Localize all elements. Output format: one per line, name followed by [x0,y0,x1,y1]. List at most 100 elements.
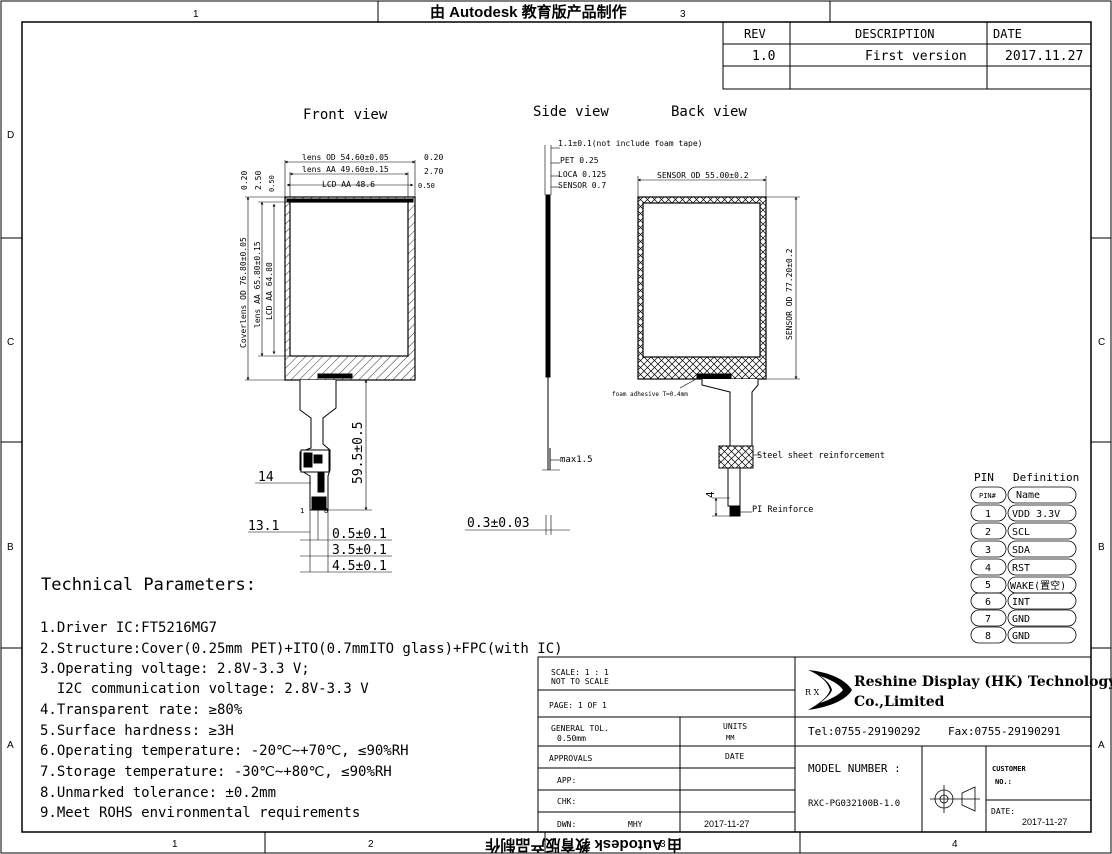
row-marker: A [1098,740,1105,751]
back-steel: Steel sheet reinforcement [757,451,885,461]
pin-name: RST [1012,563,1030,574]
tech-title: Technical Parameters: [41,575,256,595]
tech-line: 1.Driver IC:FT5216MG7 [40,620,217,636]
row-marker: B [7,542,14,553]
pin-name: GND [1012,614,1030,625]
pin-name: VDD 3.3V [1012,509,1060,520]
tech-line: 4.Transparent rate: ≥80% [40,702,243,718]
tech-line: 8.Unmarked tolerance: ±0.2mm [40,785,276,801]
front-view [245,160,416,573]
pin-name: SCL [1012,527,1030,538]
back-view-title: Back view [671,104,747,120]
tech-line: 9.Meet ROHS environmental requirements [40,805,360,821]
pin-table-head-name: Name [1016,490,1040,501]
dim-v020: 0.20 [240,171,249,190]
not-to-scale: NOT TO SCALE [551,677,609,686]
back-pi: PI Reinforce [752,505,813,515]
dim-14: 14 [258,470,274,485]
date-header: DATE [993,27,1022,41]
back-dim-4: 4 [704,491,717,498]
logo-text: R X [805,688,820,697]
model-number-label: MODEL NUMBER : [808,762,901,775]
pin-number: 7 [985,614,991,625]
tel: Tel:0755-29190292 [808,725,921,738]
side-loca: LOCA 0.125 [558,170,606,179]
company-logo [808,670,852,710]
rev-header: REV [744,27,766,41]
description-value: First version [865,49,967,64]
chk-label: CHK: [557,797,576,806]
pin-number: 3 [985,545,991,556]
fax: Fax:0755-29190291 [948,725,1061,738]
col-marker: 1 [172,839,178,850]
side-max: max1.5 [560,455,593,465]
dim-v250: 2.50 [254,171,263,190]
company-name-line1: Reshine Display (HK) Technology [854,674,1112,690]
tech-line: 7.Storage temperature: -30℃~+80℃, ≤90%RH [40,764,392,780]
pin-number: 1 [985,509,991,520]
pin-number: 6 [985,597,991,608]
approvals-label: APPROVALS [549,754,593,763]
tech-line: 6.Operating temperature: -20℃~+70℃, ≤90%… [40,743,409,759]
row-marker: C [7,337,14,348]
col-marker: 1 [193,9,199,20]
col-marker: 4 [952,839,958,850]
dwn-name: MHY [628,820,643,829]
pin-marker-8: 8 [324,507,328,515]
dwn-date: 2017-11-27 [704,819,749,829]
dim-05: 0.5±0.1 [332,527,387,542]
back-foam: foam adhesive T=0.4mm [612,391,688,398]
dim-fpc-length: 59.5±0.5 [351,421,366,484]
dim-45: 4.5±0.1 [332,559,387,574]
dim-lcd-aa-v: LCD AA 64.80 [265,262,274,320]
dim-lcd-aa: LCD AA 48.6 [322,180,375,189]
customer-label: CUSTOMER [992,765,1027,773]
front-view-title: Front view [303,107,388,123]
dim-35: 3.5±0.1 [332,543,387,558]
app-label: APP: [557,776,576,785]
tech-line: 3.Operating voltage: 2.8V-3.3 V; [40,661,310,677]
pin-name: INT [1012,597,1030,608]
back-sensor-od: SENSOR OD 55.00±0.2 [657,171,749,180]
back-sensor-od-v: SENSOR OD 77.20±0.2 [785,248,794,340]
customer-no-label: NO.: [995,778,1012,786]
dim-v050: 0.50 [268,175,276,192]
date-value: 2017.11.27 [1005,49,1083,64]
model-number-value: RXC-PG032100B-1.0 [808,799,900,809]
tol-value: 0.50mm [557,734,586,743]
dim-coverlens-od: Coverlens OD 76.80±0.05 [239,237,248,348]
dim-lens-aa-v: lens AA 65.80±0.15 [253,241,262,328]
side-fpc-thickness: 0.3±0.03 [467,516,530,531]
dim-050: 0.50 [418,182,435,190]
pin-name: SDA [1012,545,1030,556]
date2-label: DATE: [991,807,1015,816]
dwn-label: DWN: [557,820,576,829]
title-block [537,656,1092,833]
pin-number: 2 [985,527,991,538]
pin-name: WAKE(置空) [1010,579,1066,592]
units-label: UNITS [723,722,747,731]
pin-table-title-pin: PIN [974,471,994,484]
dim-131: 13.1 [248,519,279,534]
general-tol: GENERAL TOL. [551,724,609,733]
back-view [637,176,800,517]
side-view [465,145,570,535]
date2-value: 2017-11-27 [1022,817,1067,827]
col-marker: 3 [660,839,666,850]
dim-lens-aa: lens AA 49.60±0.15 [302,165,389,174]
page-label: PAGE: 1 OF 1 [549,701,607,710]
company-name-line2: Co.,Limited [854,694,945,710]
watermark-top: 由 Autodesk 教育版产品制作 [430,3,627,21]
units-value: MM [726,734,734,742]
side-pet: PET 0.25 [560,156,599,165]
approvals-date-label: DATE [725,752,744,761]
col-marker: 3 [680,9,686,20]
description-header: DESCRIPTION [855,27,934,41]
pin-number: 4 [985,563,991,574]
tech-line: 5.Surface hardness: ≥3H [40,723,234,739]
dim-270: 2.70 [424,167,443,176]
dim-lens-od: lens OD 54.60±0.05 [302,153,389,162]
col-marker: 2 [368,839,374,850]
projection-symbol-icon [930,785,980,813]
